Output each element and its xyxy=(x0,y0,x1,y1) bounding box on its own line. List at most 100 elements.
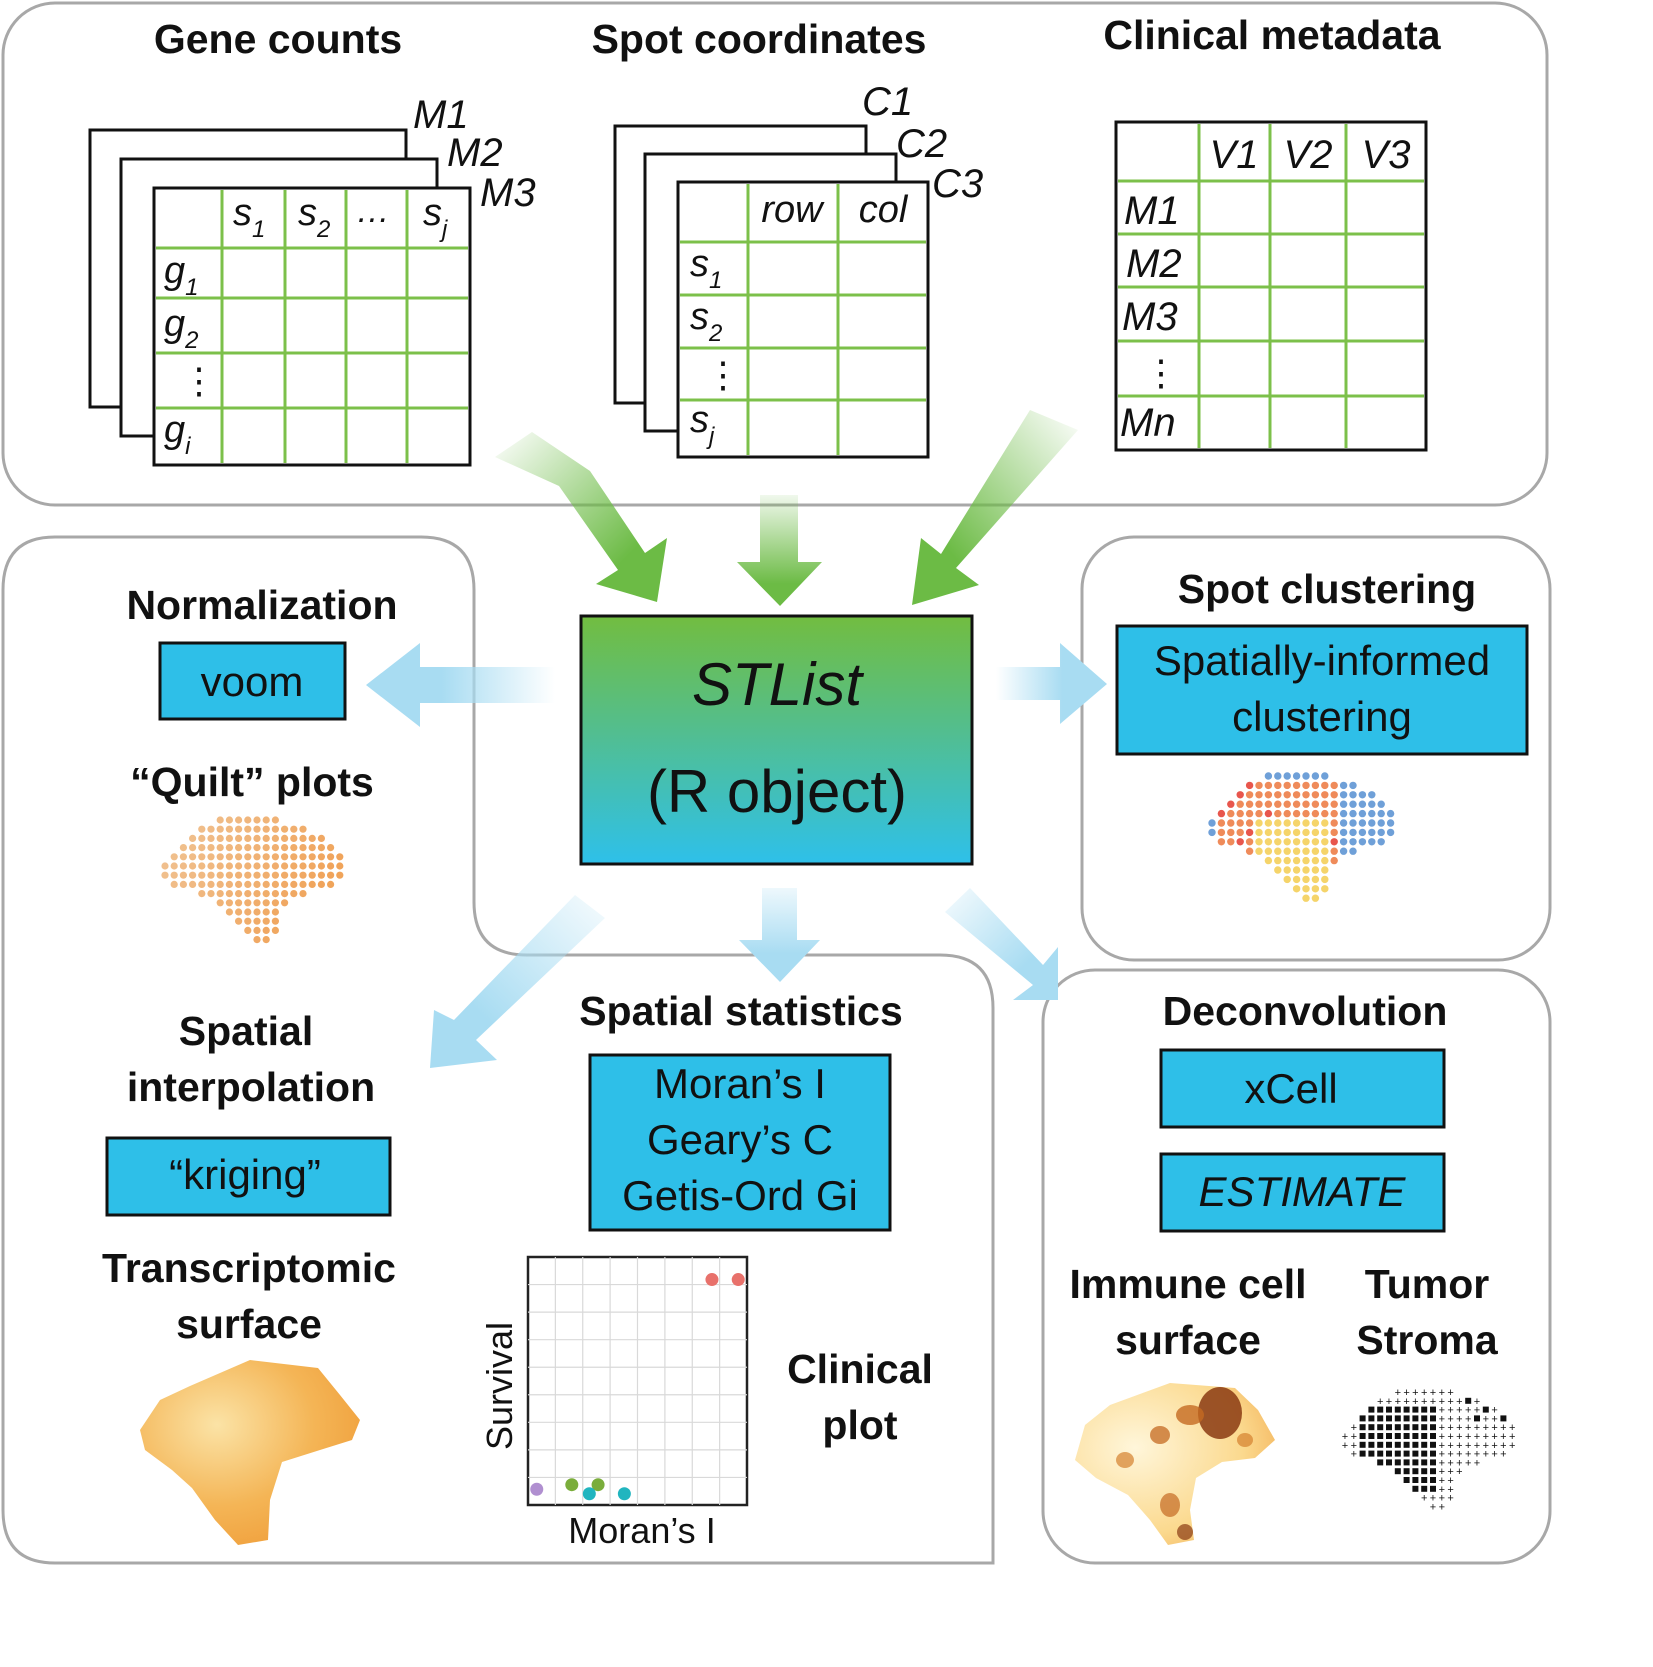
cluster-spot xyxy=(1236,838,1244,846)
quilt-spot xyxy=(327,880,335,889)
quilt-spot xyxy=(198,880,206,889)
stroma-spot: + xyxy=(1491,1440,1497,1452)
stroma-spot: + xyxy=(1474,1440,1480,1452)
stroma-spot: + xyxy=(1439,1449,1445,1461)
quilt-spot xyxy=(327,862,335,870)
stroma-spot: + xyxy=(1351,1422,1357,1434)
quilt-spot xyxy=(299,853,307,861)
quilt-spot xyxy=(207,862,215,870)
stroma-spot: + xyxy=(1491,1431,1497,1443)
tumor-spot xyxy=(1403,1441,1410,1448)
quilt-spot xyxy=(262,880,270,889)
quilt-spot xyxy=(170,853,178,861)
quilt-spot xyxy=(225,844,233,852)
quilt-spot xyxy=(308,834,316,843)
quilt-spot xyxy=(198,825,206,833)
row-header: g2 xyxy=(164,303,199,354)
quilt-spot xyxy=(207,834,215,843)
quilt-spot xyxy=(299,844,307,852)
stroma-spot: + xyxy=(1456,1422,1462,1434)
tumor-spot xyxy=(1359,1424,1366,1431)
cluster-spot xyxy=(1217,838,1226,846)
quilt-spot xyxy=(336,871,344,879)
spatial-statistics-title: Spatial statistics xyxy=(579,988,903,1034)
cluster-spot xyxy=(1321,838,1329,846)
quilt-spot xyxy=(244,926,252,935)
tumor-spot xyxy=(1412,1441,1419,1448)
layer-label-m3: M3 xyxy=(480,171,536,215)
cluster-spot xyxy=(1283,791,1291,799)
row-header: sj xyxy=(690,399,715,450)
tumor-spot xyxy=(1394,1459,1401,1466)
cluster-spot xyxy=(1236,809,1244,818)
stroma-spot: + xyxy=(1465,1440,1471,1452)
cluster-spot xyxy=(1339,828,1348,837)
immune-cell-surface-line1: Immune cell xyxy=(1070,1261,1307,1307)
quilt-spot xyxy=(290,880,298,889)
xcell-method-box xyxy=(1159,1048,1446,1129)
tumor-spot xyxy=(1394,1468,1401,1475)
quilt-spot xyxy=(253,917,261,925)
quilt-spot xyxy=(262,862,270,870)
cluster-spot xyxy=(1339,791,1348,799)
tumor-spot xyxy=(1430,1485,1436,1492)
quilt-spot xyxy=(216,871,224,879)
tumor-spot xyxy=(1412,1415,1419,1422)
tumor-spot xyxy=(1421,1406,1428,1413)
tumor-spot xyxy=(1465,1397,1472,1404)
cluster-spot xyxy=(1321,866,1329,874)
stroma-spot: + xyxy=(1403,1396,1409,1408)
cluster-spot xyxy=(1245,819,1254,827)
arrow-stlist-to-interpolation xyxy=(430,895,605,1068)
cluster-spot xyxy=(1255,847,1263,855)
quilt-spot xyxy=(225,880,233,889)
statistics-method-getis: Getis-Ord Gi xyxy=(622,1172,858,1219)
stroma-spot: + xyxy=(1447,1449,1453,1461)
col-header-row: row xyxy=(761,189,825,231)
tumor-spot xyxy=(1421,1424,1428,1431)
quilt-spot xyxy=(198,871,206,879)
quilt-spot xyxy=(235,890,243,898)
tumor-spot xyxy=(1421,1485,1428,1492)
quilt-spot xyxy=(299,834,307,843)
quilt-spot xyxy=(253,926,261,935)
immune-cell-surface-image xyxy=(1075,1383,1275,1545)
quilt-spot xyxy=(244,862,252,870)
stroma-spot: + xyxy=(1351,1449,1357,1461)
cluster-spot xyxy=(1292,885,1301,893)
spot-coordinates-stack: C1 C2 C3 row col s1 s2 ⋮ sj xyxy=(613,80,983,459)
quilt-spot xyxy=(244,825,252,833)
stroma-spot: + xyxy=(1474,1396,1480,1408)
cluster-spot xyxy=(1227,809,1235,818)
stroma-spot: + xyxy=(1386,1396,1392,1408)
quilt-spot xyxy=(225,862,233,870)
voom-method-box xyxy=(158,641,347,721)
stroma-spot: + xyxy=(1439,1457,1445,1469)
gene-counts-stack: M1 M2 M3 s1 s2 … sj g1 g2 ⋮ gi xyxy=(88,93,536,467)
tumor-spot xyxy=(1421,1441,1428,1448)
quilt-spot xyxy=(281,890,289,898)
quilt-spot xyxy=(179,871,187,879)
stroma-spot: + xyxy=(1439,1422,1445,1434)
cluster-spot xyxy=(1255,791,1263,799)
cluster-spot xyxy=(1321,781,1329,790)
quilt-spot xyxy=(244,834,252,843)
quilt-spot xyxy=(244,853,252,861)
cluster-spot xyxy=(1368,800,1376,808)
quilt-spot xyxy=(271,871,279,879)
cluster-spot xyxy=(1264,781,1273,790)
quilt-spot xyxy=(308,862,316,870)
stroma-spot: + xyxy=(1439,1413,1445,1425)
stroma-spot: + xyxy=(1395,1396,1401,1408)
quilt-spot xyxy=(290,825,298,833)
stroma-spot: + xyxy=(1491,1413,1497,1425)
quilt-spot xyxy=(308,871,316,879)
quilt-spot xyxy=(244,890,252,898)
quilt-spot xyxy=(253,825,261,833)
cluster-spot xyxy=(1274,828,1282,837)
cluster-spot xyxy=(1311,894,1320,902)
quilt-spot xyxy=(189,844,197,852)
tumor-spot xyxy=(1359,1441,1366,1448)
tumor-spot xyxy=(1377,1424,1384,1431)
tumor-spot xyxy=(1368,1450,1375,1457)
